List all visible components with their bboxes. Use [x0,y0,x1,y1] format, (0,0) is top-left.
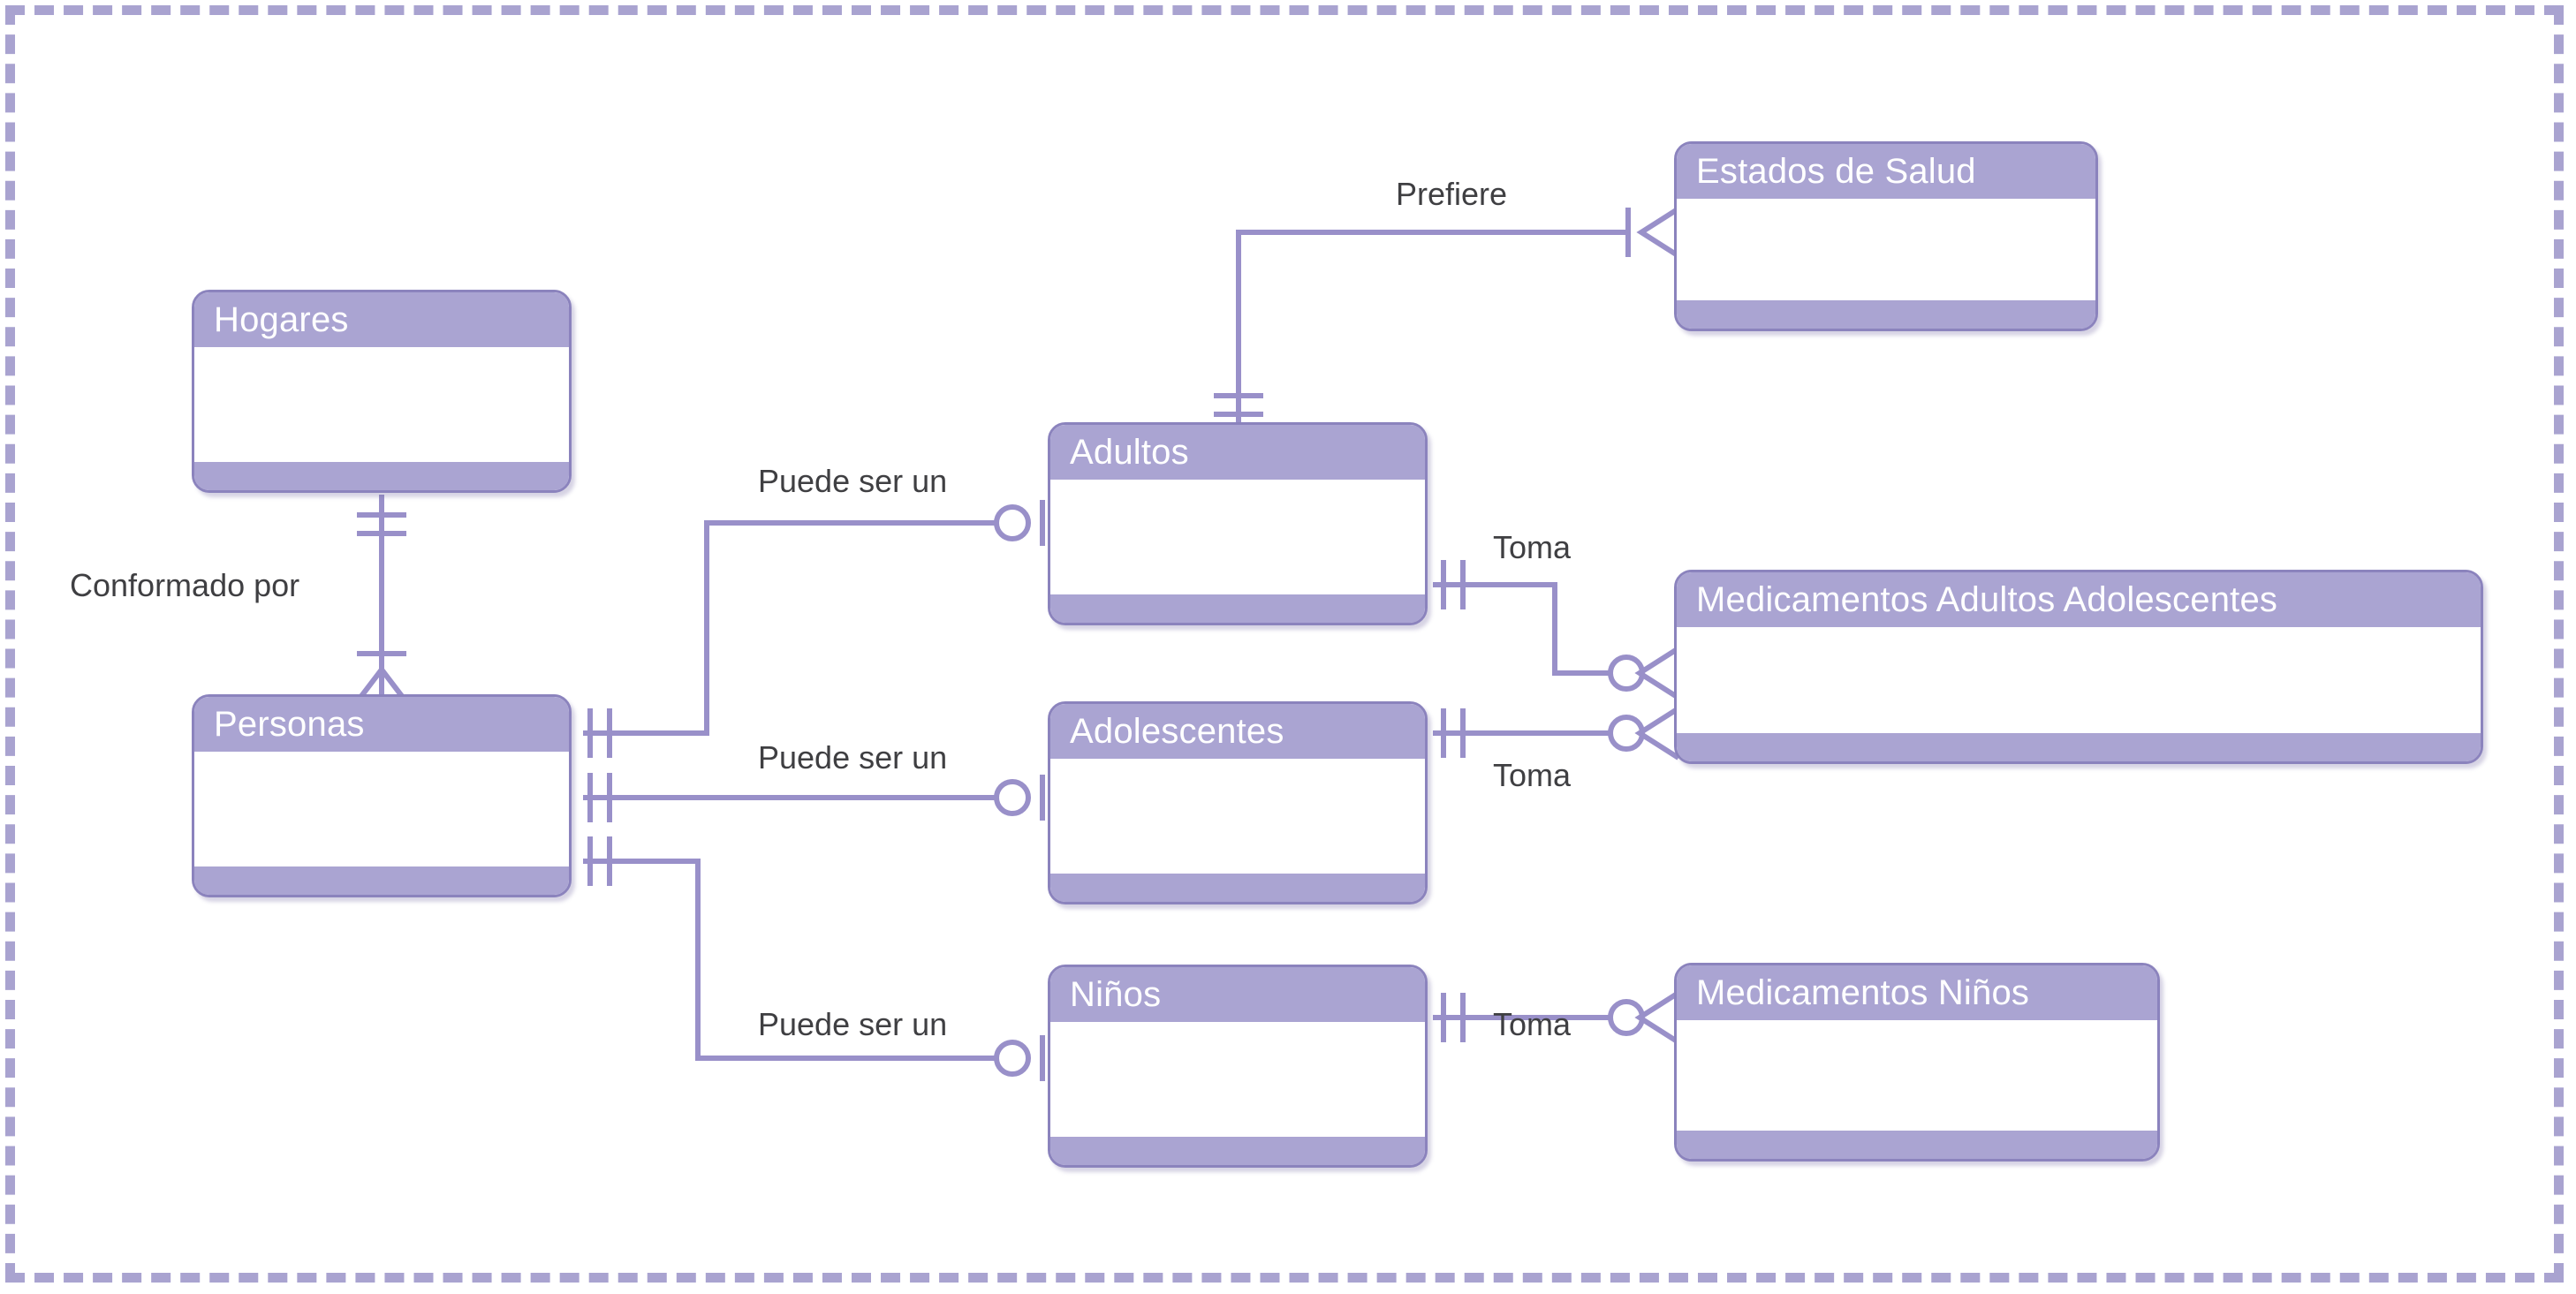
entity-ninos[interactable]: Niños [1048,965,1428,1168]
relationship-label-puede-ser-un-adultos: Puede ser un [758,463,948,499]
entity-medicamentos-ninos-attributes [1677,1020,2157,1131]
entity-personas-footer [194,866,569,895]
entity-adolescentes-footer [1050,874,1425,902]
entity-estados-de-salud[interactable]: Estados de Salud [1674,141,2098,331]
connector-prefiere [1214,205,1682,427]
relationship-label-toma-ninos: Toma [1493,1006,1572,1042]
relationship-label-prefiere: Prefiere [1396,176,1508,212]
relationship-label-toma-adultos: Toma [1493,529,1572,565]
entity-ninos-title: Niños [1050,967,1425,1022]
entity-hogares-title: Hogares [194,292,569,347]
connector-toma-adolescentes [1433,706,1680,761]
entity-personas-attributes [194,752,569,866]
entity-adultos-title: Adultos [1050,425,1425,480]
entity-adolescentes[interactable]: Adolescentes [1048,701,1428,904]
entity-adolescentes-title: Adolescentes [1050,704,1425,759]
entity-medicamentos-adultos-adolescentes-attributes [1677,627,2481,733]
entity-personas[interactable]: Personas [192,694,572,897]
entity-medicamentos-adultos-adolescentes-footer [1677,733,2481,761]
relationship-label-toma-adolescentes: Toma [1493,757,1572,793]
connector-toma-adultos [1433,560,1680,700]
entity-hogares[interactable]: Hogares [192,290,572,493]
entity-medicamentos-ninos-title: Medicamentos Niños [1677,965,2157,1020]
relationship-label-puede-ser-un-ninos: Puede ser un [758,1006,948,1042]
entity-ninos-attributes [1050,1022,1425,1137]
entity-medicamentos-ninos[interactable]: Medicamentos Niños [1674,963,2160,1162]
entity-adultos-footer [1050,594,1425,623]
connector-puede-ser-un-adultos [583,500,1045,758]
entity-estados-de-salud-attributes [1677,199,2095,300]
entity-medicamentos-ninos-footer [1677,1131,2157,1159]
connector-puede-ser-un-adolescentes [583,773,1045,822]
connector-conformado-por [351,495,413,708]
entity-ninos-footer [1050,1137,1425,1165]
entity-hogares-attributes [194,347,569,462]
entity-personas-title: Personas [194,697,569,752]
connector-puede-ser-un-ninos [583,836,1045,1081]
entity-medicamentos-adultos-adolescentes-title: Medicamentos Adultos Adolescentes [1677,572,2481,627]
entity-adolescentes-attributes [1050,759,1425,874]
entity-adultos-attributes [1050,480,1425,594]
relationship-label-puede-ser-un-adolescentes: Puede ser un [758,739,948,776]
connector-toma-ninos [1433,990,1680,1045]
entity-medicamentos-adultos-adolescentes[interactable]: Medicamentos Adultos Adolescentes [1674,570,2483,764]
entity-estados-de-salud-footer [1677,300,2095,329]
entity-adultos[interactable]: Adultos [1048,422,1428,625]
relationship-label-conformado-por: Conformado por [70,567,300,603]
entity-estados-de-salud-title: Estados de Salud [1677,144,2095,199]
entity-hogares-footer [194,462,569,490]
